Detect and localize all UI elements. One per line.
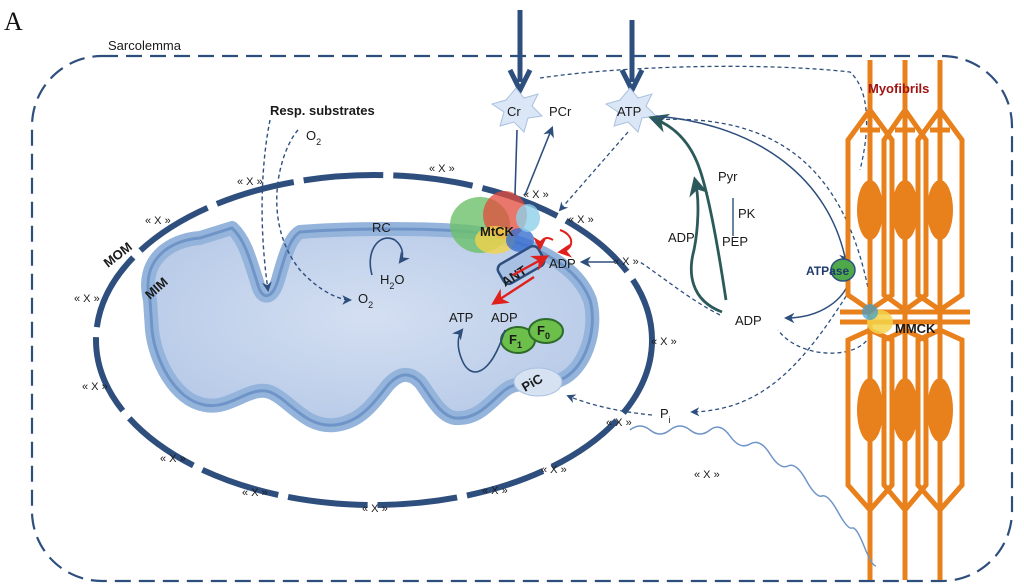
porin-marker: « X » <box>145 215 171 227</box>
atp-synthase-cycle <box>452 328 506 373</box>
rc-label: RC <box>372 220 391 235</box>
mmck-label: MMCK <box>895 321 936 336</box>
mtck-label: MtCK <box>480 224 515 239</box>
rc-arrow <box>369 237 410 276</box>
porin-marker: « X » <box>74 293 100 305</box>
o2-path <box>276 129 352 305</box>
cr-label: Cr <box>507 104 521 119</box>
resp-substrates-label: Resp. substrates <box>270 103 375 118</box>
myosin-heads <box>857 180 953 442</box>
f1-label: F1 <box>509 332 522 350</box>
mtck-to-pcr-arrow <box>524 125 554 196</box>
adp-matrix-label: ADP <box>491 310 518 325</box>
adp-ims-label: ADP <box>549 256 576 271</box>
outer-mitochondrial-membrane <box>93 172 655 508</box>
atp-top-label: ATP <box>617 104 641 119</box>
mmck-adp-dashed <box>777 329 871 354</box>
porin-marker: « X » <box>82 381 108 393</box>
pic-transporter <box>513 367 563 397</box>
h2o-label: H2O <box>380 272 405 291</box>
mmck-protein <box>862 304 893 334</box>
porin-marker: « X » <box>160 453 186 465</box>
atpase-label: ATPase <box>806 264 849 278</box>
porin-marker: « X » <box>613 256 639 268</box>
atpase-to-pi-dashed <box>690 289 851 417</box>
porin-marker: « X » <box>429 163 455 175</box>
mtck-protein <box>450 191 540 254</box>
porin-marker: « X » <box>242 487 268 499</box>
porin-markers: « X » « X » « X » « X » « X » « X » « X … <box>74 163 720 515</box>
red-arrow-mtck-small <box>533 236 554 251</box>
porin-marker: « X » <box>362 503 388 515</box>
atp-matrix-label: ATP <box>449 310 473 325</box>
red-arrow-ant-in <box>491 275 535 305</box>
myofibrils-label: Myofibrils <box>868 81 929 96</box>
atpase-enzyme <box>830 258 856 282</box>
pyr-label: Pyr <box>718 169 738 184</box>
o2-outer-label: O2 <box>306 128 321 147</box>
atp-burst <box>604 87 658 133</box>
cr-burst <box>490 87 544 133</box>
sarcolemma-label: Sarcolemma <box>108 38 182 53</box>
porin-marker: « X » <box>237 176 263 188</box>
pi-label: Pi <box>660 406 671 425</box>
f0-label: F0 <box>537 323 550 341</box>
porin-marker: « X » <box>568 214 594 226</box>
atp-to-mtck-dashed <box>558 131 629 212</box>
pi-to-pic-arrow <box>566 394 653 416</box>
porin-marker: « X » <box>694 469 720 481</box>
porin-marker: « X » <box>606 417 632 429</box>
porin-marker: « X » <box>651 336 677 348</box>
glycolysis-pathway-upper <box>648 113 728 301</box>
f0-subunit <box>528 318 564 344</box>
pep-label: PEP <box>722 234 748 249</box>
porin-marker: « X » <box>482 485 508 497</box>
cr-to-mtck-line <box>514 129 518 196</box>
porin-marker: « X » <box>523 189 549 201</box>
wavy-signal-line <box>629 425 877 567</box>
o2-inner-label: O2 <box>358 291 373 310</box>
adp-dashed-path <box>639 261 721 316</box>
cr-recycle-path <box>539 65 868 171</box>
atp-mmck-dashed <box>651 118 873 311</box>
adp-glyco-label: ADP <box>668 230 695 245</box>
myofibrils <box>840 60 970 580</box>
pcr-label: PCr <box>549 104 572 119</box>
porin-marker: « X » <box>541 464 567 476</box>
substrate-path <box>261 119 272 292</box>
atp-to-atpase-arrow <box>655 115 850 265</box>
glycolysis-pathway-lower <box>689 176 723 314</box>
panel-letter: A <box>4 7 23 36</box>
red-arrow-mtck <box>557 229 573 258</box>
adp-cyto-label: ADP <box>735 313 762 328</box>
red-arrow-ant-out <box>512 255 549 277</box>
pk-label: PK <box>738 206 756 221</box>
